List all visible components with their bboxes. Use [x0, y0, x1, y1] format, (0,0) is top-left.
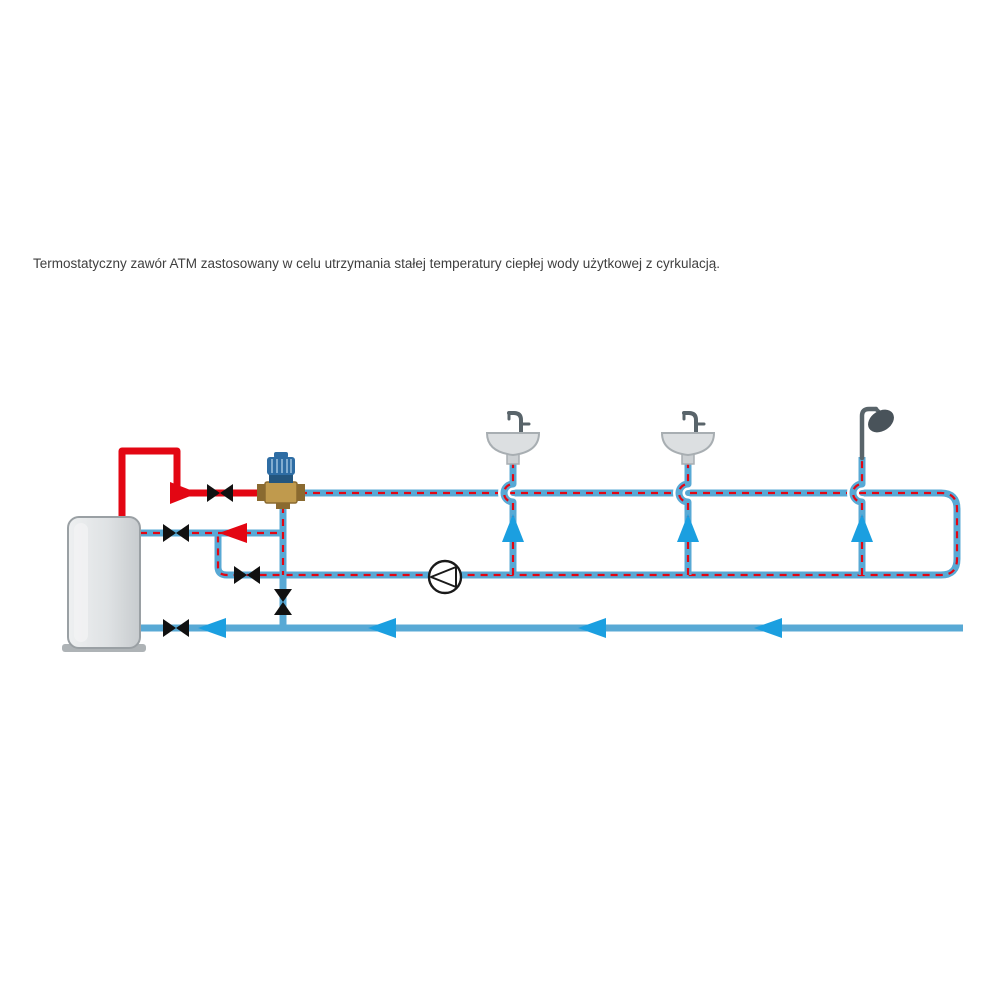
washbasin-riser-pipe	[673, 461, 694, 575]
tank-return-flow-arrow-icon	[219, 523, 247, 543]
cold-flow-arrow-icon	[578, 618, 606, 638]
storage-tank	[62, 516, 146, 652]
diagram-caption: Termostatyczny zawór ATM zastosowany w c…	[33, 256, 720, 271]
riser-flow-arrow-icon	[677, 514, 699, 542]
shutoff-valve-hot-icon	[207, 484, 233, 502]
washbasin-riser-pipe	[498, 461, 519, 575]
riser-flow-arrow-icon	[851, 514, 873, 542]
cold-flow-arrow-icon	[368, 618, 396, 638]
washbasin-icon	[660, 411, 716, 465]
cold-flow-arrow-icon	[198, 618, 226, 638]
circulation-pump-icon	[427, 559, 463, 595]
shutoff-valve-tank-return-icon	[163, 524, 189, 542]
check-valve-cold-inlet-icon	[274, 589, 292, 615]
shutoff-valve-cold-icon	[163, 619, 189, 637]
hot-water-pipe	[118, 447, 266, 516]
mixed-water-loop-pipe	[214, 489, 961, 579]
atm-thermostatic-valve-icon	[257, 452, 305, 509]
riser-flow-arrow-icon	[502, 514, 524, 542]
washbasin-icon	[485, 411, 541, 465]
hot-flow-arrow-icon	[170, 482, 198, 504]
shower-riser-pipe	[847, 457, 868, 575]
shower-icon	[859, 406, 894, 461]
shutoff-valve-circulation-icon	[234, 566, 260, 584]
cold-flow-arrow-icon	[754, 618, 782, 638]
